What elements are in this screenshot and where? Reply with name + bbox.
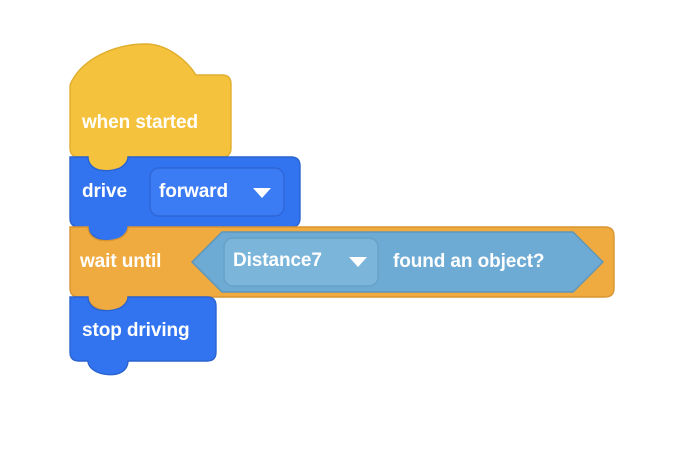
block-label-drive: drive (82, 181, 127, 202)
drive-direction-value[interactable]: forward (159, 181, 228, 202)
sensor-dropdown-value[interactable]: Distance7 (233, 250, 322, 271)
block-when-started[interactable] (69, 43, 232, 172)
block-label-when-started: when started (82, 112, 198, 133)
block-label-stop-driving: stop driving (82, 320, 190, 341)
drive-direction-dropdown[interactable] (149, 167, 285, 217)
reporter-label-found-an-object: found an object? (393, 251, 545, 272)
chevron-down-icon-sensor[interactable] (349, 257, 367, 267)
chevron-down-icon[interactable] (253, 188, 271, 198)
sensor-dropdown[interactable] (223, 237, 379, 287)
block-label-wait-until: wait until (80, 251, 162, 272)
block-stop-driving[interactable] (69, 296, 217, 376)
